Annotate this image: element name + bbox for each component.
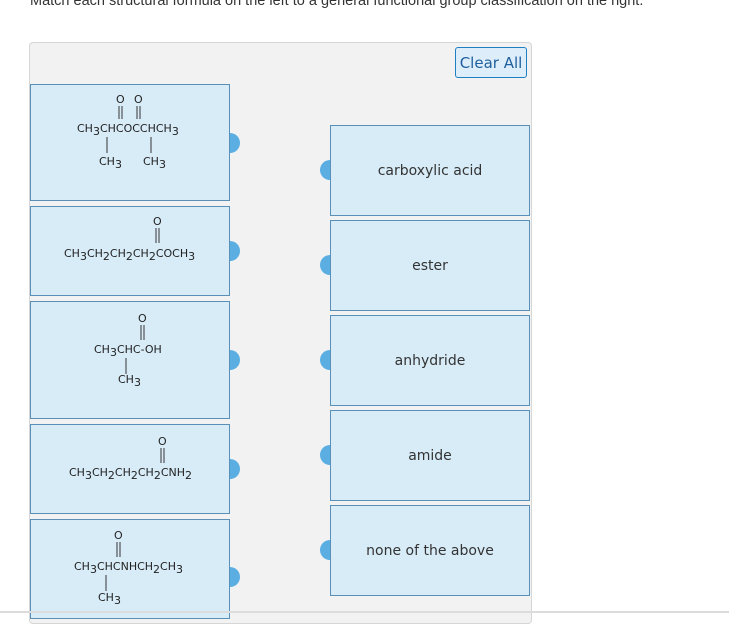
svg-text:O: O [116,93,125,106]
classification-card-amide[interactable]: amide [330,410,530,501]
svg-text:CH3CHCNHCH2CH3: CH3CHCNHCH2CH3 [74,560,183,576]
formula-card-5[interactable]: O CH3CHCNHCH2CH3 CH3 [30,519,230,619]
formula-3-connector[interactable] [230,350,240,370]
instruction-text: Match each structural formula on the lef… [30,0,644,9]
svg-text:CH3CH2CH2CH2CNH2: CH3CH2CH2CH2CNH2 [69,466,192,482]
classification-5-connector[interactable] [320,540,330,560]
classification-label: amide [408,447,452,464]
formula-card-2[interactable]: O CH3CH2CH2CH2COCH3 [30,206,230,296]
formula-2-connector[interactable] [230,241,240,261]
classification-card-none[interactable]: none of the above [330,505,530,596]
svg-text:O: O [158,435,167,448]
clear-all-button[interactable]: Clear All [455,47,527,78]
formula-2-structure: O CH3CH2CH2CH2COCH3 [64,215,195,263]
classification-4-connector[interactable] [320,445,330,465]
classification-3-connector[interactable] [320,350,330,370]
classification-label: carboxylic acid [377,162,483,179]
bottom-divider [0,611,729,613]
classification-2-connector[interactable] [320,255,330,275]
svg-text:CH3CHCOCCHCH3: CH3CHCOCCHCH3 [77,122,179,138]
svg-text:O: O [134,93,143,106]
classification-label: ester [412,257,448,274]
formula-3-structure: O CH3CHC-OH CH3 [94,312,162,389]
classification-card-carboxylic-acid[interactable]: carboxylic acid [330,125,530,216]
svg-text:CH3CH2CH2CH2COCH3: CH3CH2CH2CH2COCH3 [64,247,195,263]
formula-4-connector[interactable] [230,459,240,479]
formula-1-connector[interactable] [230,133,240,153]
svg-text:CH3: CH3 [143,155,166,171]
svg-text:CH3: CH3 [98,591,121,607]
svg-text:CH3CHC-OH: CH3CHC-OH [94,343,162,359]
formula-card-4[interactable]: O CH3CH2CH2CH2CNH2 [30,424,230,514]
classification-label: none of the above [366,542,494,559]
svg-text:O: O [138,312,147,325]
classification-1-connector[interactable] [320,160,330,180]
classification-card-anhydride[interactable]: anhydride [330,315,530,406]
svg-text:O: O [114,529,123,542]
classification-card-ester[interactable]: ester [330,220,530,311]
svg-text:O: O [153,215,162,228]
formula-5-connector[interactable] [230,567,240,587]
svg-text:CH3: CH3 [99,155,122,171]
formula-4-structure: O CH3CH2CH2CH2CNH2 [69,435,192,482]
svg-text:CH3: CH3 [118,373,141,389]
classification-label: anhydride [394,352,466,369]
formula-card-3[interactable]: O CH3CHC-OH CH3 [30,301,230,419]
formula-5-structure: O CH3CHCNHCH2CH3 CH3 [74,529,183,607]
